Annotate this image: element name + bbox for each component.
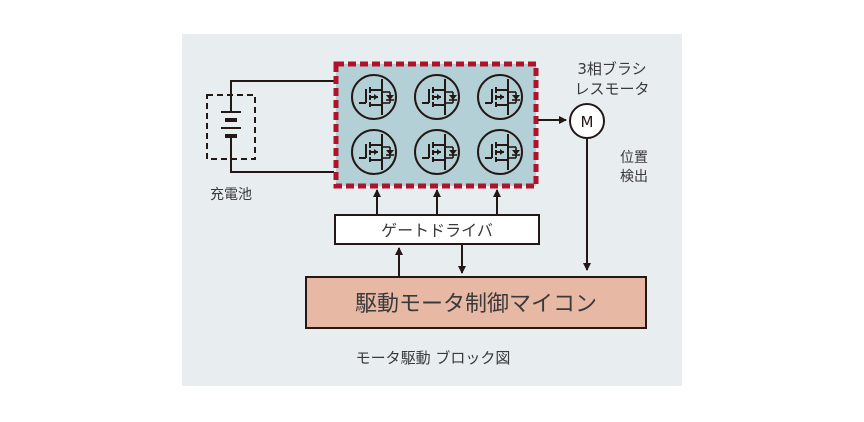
position-label-line2: 検出 <box>620 169 648 185</box>
inverter-block <box>333 61 539 189</box>
gate-driver-block <box>334 214 540 245</box>
mcu-block <box>305 276 647 329</box>
diagram-caption: モータ駆動 ブロック図 <box>356 349 511 367</box>
battery-label: 充電池 <box>210 187 252 203</box>
mcu-label: 駆動モータ制御マイコン <box>355 292 597 317</box>
battery-wire-bottom <box>230 159 334 173</box>
motor-symbol-letter: M <box>581 113 594 131</box>
position-label-line1: 位置 <box>620 150 648 166</box>
gate-driver-label: ゲートドライバ <box>381 221 493 240</box>
motor-label-line1: 3相ブラシ <box>577 60 646 78</box>
motor-label-line2: レスモータ <box>574 80 649 98</box>
battery-wire-top <box>230 80 334 95</box>
